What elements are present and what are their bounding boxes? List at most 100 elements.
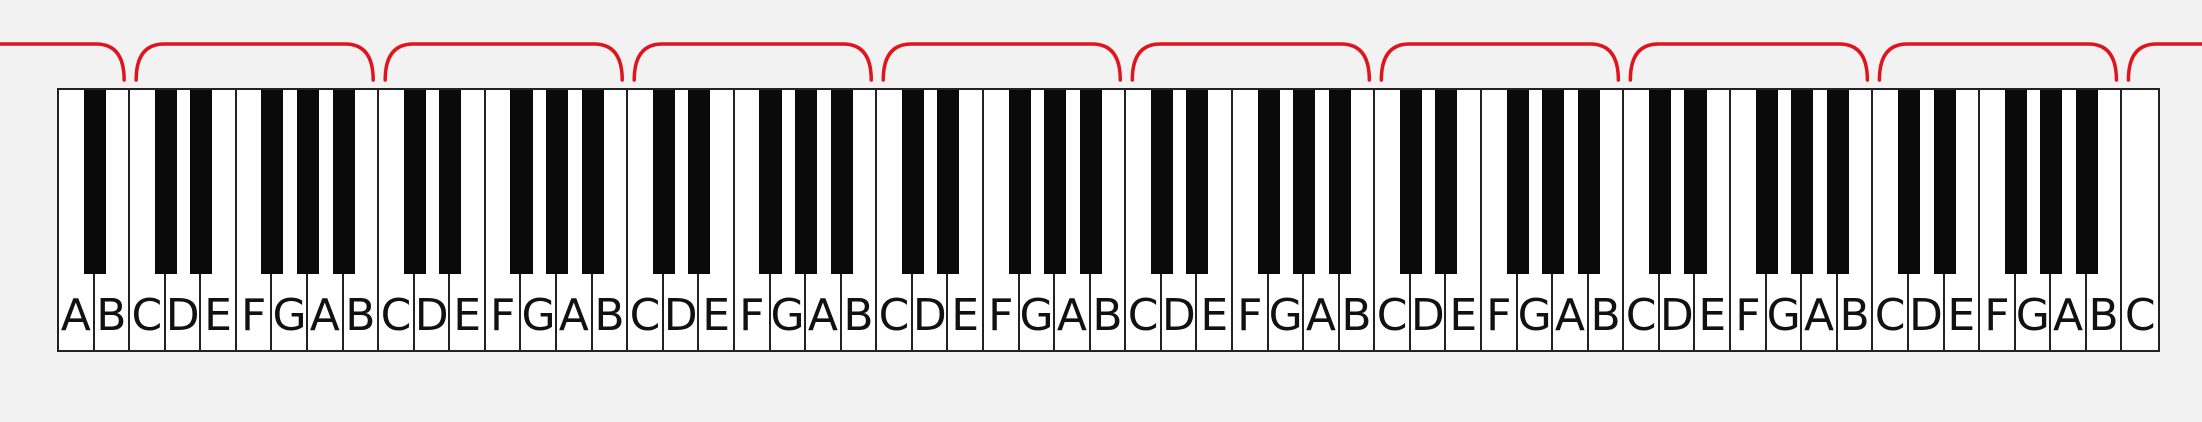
black-key-f-sharp[interactable] xyxy=(1755,90,1778,274)
key-label: D xyxy=(912,290,947,341)
black-key-f-sharp[interactable] xyxy=(759,90,782,274)
black-key-d-sharp[interactable] xyxy=(1933,90,1956,274)
octave-bracket-partial-start xyxy=(0,42,126,82)
key-label: G xyxy=(1766,290,1801,341)
black-key-g-sharp[interactable] xyxy=(546,90,569,274)
key-label: C xyxy=(131,290,163,341)
black-key-f-sharp[interactable] xyxy=(261,90,284,274)
key-label: G xyxy=(2015,290,2050,341)
black-key-d-sharp[interactable] xyxy=(1684,90,1707,274)
key-label: E xyxy=(951,290,980,341)
octave-bracket xyxy=(383,42,624,82)
black-key-a-sharp[interactable] xyxy=(1826,90,1849,274)
black-key-c-sharp[interactable] xyxy=(1648,90,1671,274)
black-key-g-sharp[interactable] xyxy=(795,90,818,274)
key-label: D xyxy=(663,290,698,341)
key-label: F xyxy=(1237,290,1263,341)
key-label: A xyxy=(1056,290,1087,341)
black-key-a-sharp[interactable] xyxy=(2075,90,2098,274)
black-key-c-sharp[interactable] xyxy=(1897,90,1920,274)
key-label: C xyxy=(1874,290,1906,341)
black-key-g-sharp[interactable] xyxy=(297,90,320,274)
key-label: D xyxy=(165,290,200,341)
key-label: G xyxy=(1019,290,1054,341)
key-label: B xyxy=(1341,290,1372,341)
key-label: F xyxy=(988,290,1014,341)
key-label: C xyxy=(2124,290,2156,341)
octave-bracket-partial-end xyxy=(2126,42,2202,82)
black-key-g-sharp[interactable] xyxy=(2040,90,2063,274)
octave-brackets xyxy=(0,42,2202,82)
black-key-c-sharp[interactable] xyxy=(652,90,675,274)
key-label: C xyxy=(878,290,910,341)
octave-bracket xyxy=(134,42,375,82)
black-key-c-sharp[interactable] xyxy=(154,90,177,274)
key-label: B xyxy=(843,290,874,341)
key-label: B xyxy=(345,290,376,341)
white-key-e[interactable]: E xyxy=(201,90,237,350)
black-key-d-sharp[interactable] xyxy=(1435,90,1458,274)
key-label: E xyxy=(453,290,482,341)
black-key-a-sharp[interactable] xyxy=(830,90,853,274)
black-key-g-sharp[interactable] xyxy=(1791,90,1814,274)
black-key-g-sharp[interactable] xyxy=(1044,90,1067,274)
key-label: C xyxy=(1376,290,1408,341)
black-key-f-sharp[interactable] xyxy=(510,90,533,274)
octave-bracket xyxy=(1628,42,1870,82)
key-label: A xyxy=(558,290,589,341)
key-label: E xyxy=(204,290,232,341)
key-label: F xyxy=(739,290,765,341)
black-key-c-sharp[interactable] xyxy=(901,90,924,274)
key-label: D xyxy=(1410,290,1445,341)
black-key-c-sharp[interactable] xyxy=(1150,90,1173,274)
key-label: C xyxy=(1127,290,1159,341)
black-key-a-sharp[interactable] xyxy=(581,90,604,274)
key-label: D xyxy=(1659,290,1694,341)
black-key-g-sharp[interactable] xyxy=(1542,90,1565,274)
black-key-d-sharp[interactable] xyxy=(190,90,213,274)
black-key-f-sharp[interactable] xyxy=(2004,90,2027,274)
key-label: C xyxy=(1625,290,1657,341)
black-key-a-sharp[interactable] xyxy=(1577,90,1600,274)
key-label: E xyxy=(1698,290,1727,341)
black-key-f-sharp[interactable] xyxy=(1008,90,1031,274)
key-label: C xyxy=(380,290,412,341)
key-label: E xyxy=(1947,290,1976,341)
black-key-a-sharp[interactable] xyxy=(83,90,106,274)
key-label: B xyxy=(2088,290,2119,341)
key-label: F xyxy=(1984,290,2010,341)
octave-bracket xyxy=(1877,42,2119,82)
white-key-c[interactable]: C xyxy=(2122,90,2158,350)
key-label: G xyxy=(1268,290,1303,341)
key-label: B xyxy=(1839,290,1870,341)
key-label: A xyxy=(60,290,91,341)
octave-bracket xyxy=(1379,42,1621,82)
key-label: D xyxy=(414,290,449,341)
black-key-d-sharp[interactable] xyxy=(1186,90,1209,274)
black-key-a-sharp[interactable] xyxy=(332,90,355,274)
black-key-a-sharp[interactable] xyxy=(1328,90,1351,274)
key-label: A xyxy=(309,290,340,341)
black-key-d-sharp[interactable] xyxy=(439,90,462,274)
black-key-c-sharp[interactable] xyxy=(1399,90,1422,274)
key-label: D xyxy=(1161,290,1196,341)
key-label: C xyxy=(629,290,661,341)
key-label: A xyxy=(807,290,838,341)
key-label: A xyxy=(2052,290,2084,341)
black-key-a-sharp[interactable] xyxy=(1079,90,1102,274)
black-key-c-sharp[interactable] xyxy=(403,90,426,274)
octave-bracket xyxy=(1130,42,1372,82)
octave-bracket xyxy=(632,42,874,82)
key-label: E xyxy=(1449,290,1478,341)
black-key-d-sharp[interactable] xyxy=(688,90,711,274)
key-label: B xyxy=(96,290,127,341)
key-label: F xyxy=(490,290,516,341)
key-label: F xyxy=(1486,290,1512,341)
key-label: B xyxy=(594,290,625,341)
black-key-d-sharp[interactable] xyxy=(937,90,960,274)
black-key-g-sharp[interactable] xyxy=(1293,90,1316,274)
black-key-f-sharp[interactable] xyxy=(1506,90,1529,274)
black-key-f-sharp[interactable] xyxy=(1257,90,1280,274)
